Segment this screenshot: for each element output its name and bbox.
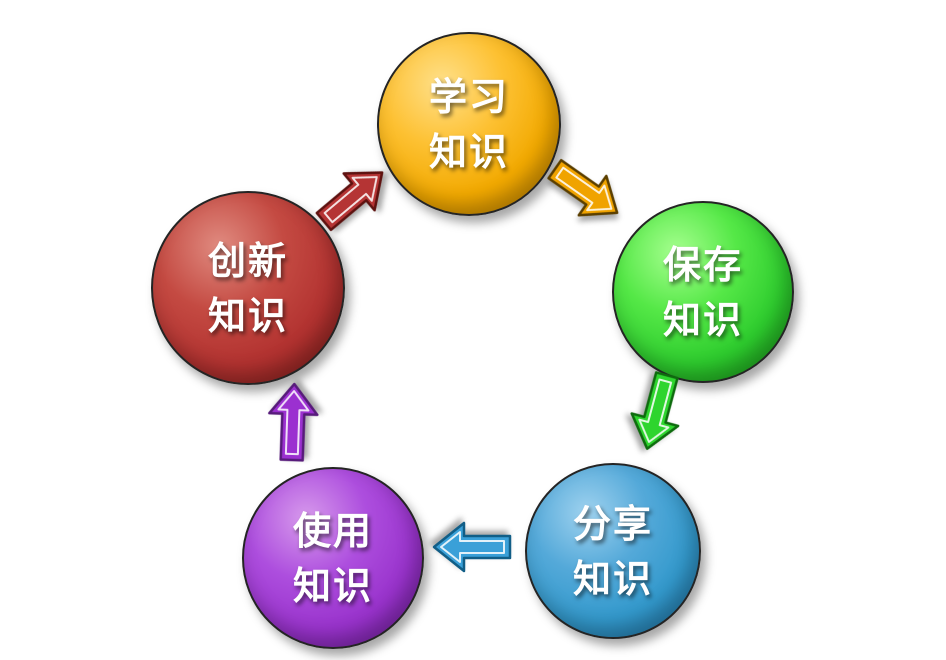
node-innovate-knowledge: 创新 知识 bbox=[151, 191, 345, 385]
node-share-knowledge: 分享 知识 bbox=[525, 463, 701, 639]
arrow-save-to-share-icon bbox=[630, 371, 680, 450]
node-learn-knowledge: 学习 知识 bbox=[377, 32, 561, 216]
node-learn-label-line2: 知识 bbox=[428, 129, 509, 174]
arrow-save-to-share bbox=[622, 367, 693, 458]
node-learn-label-line1: 学习 bbox=[428, 73, 509, 119]
arrow-innovate-to-learn bbox=[306, 151, 401, 242]
arrow-share-to-use bbox=[432, 521, 512, 573]
arrow-learn-to-save-icon bbox=[547, 158, 619, 217]
node-innovate-label-line1: 创新 bbox=[207, 237, 288, 283]
node-share-label-line1: 分享 bbox=[572, 500, 653, 546]
node-save-label-line1: 保存 bbox=[662, 241, 743, 287]
node-share-label-line2: 知识 bbox=[572, 556, 653, 601]
arrow-learn-to-save bbox=[538, 147, 633, 235]
node-save-label-line2: 知识 bbox=[662, 297, 743, 342]
node-use-label-line2: 知识 bbox=[292, 563, 373, 608]
node-use-knowledge: 使用 知识 bbox=[242, 467, 424, 649]
node-use-label-line1: 使用 bbox=[292, 507, 373, 553]
node-innovate-label-line2: 知识 bbox=[207, 293, 288, 338]
arrow-use-to-innovate-icon bbox=[268, 382, 319, 462]
arrow-innovate-to-learn-icon bbox=[315, 171, 384, 232]
arrow-share-to-use-icon bbox=[432, 521, 512, 573]
arrow-use-to-innovate bbox=[266, 381, 321, 463]
node-save-knowledge: 保存 知识 bbox=[612, 201, 794, 383]
